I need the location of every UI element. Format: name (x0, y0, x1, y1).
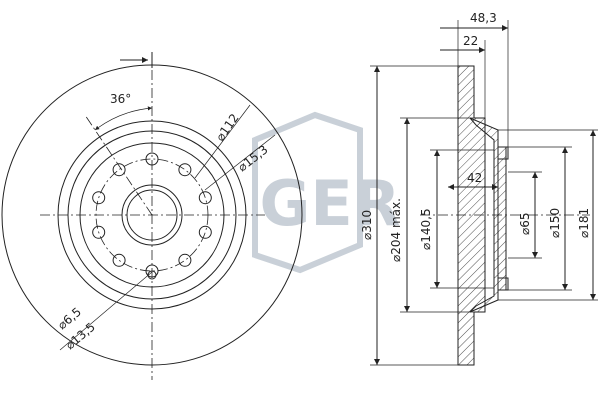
hub-leader (204, 134, 276, 191)
bolt-hole (178, 163, 192, 177)
d-hat-outer-label: ⌀181 (577, 208, 591, 238)
angle-arc (94, 106, 153, 131)
d-hat-label: ⌀150 (548, 208, 562, 238)
bolt-hole (92, 225, 106, 239)
angle-centerline (84, 114, 153, 216)
bolt-hole (112, 253, 126, 267)
bolt-hole (92, 191, 106, 205)
bolt-hole (198, 191, 212, 205)
width-total-label: 48,3 (470, 11, 497, 25)
bolt-hole (178, 253, 192, 267)
width-disc-label: 22 (463, 34, 478, 48)
angle-label: 36° (110, 92, 131, 106)
section-view: 48,3 22 42 ⌀310 ⌀204 máx. ⌀140,5 ⌀65 ⌀15… (360, 11, 598, 366)
front-view: 36° ⌀112 ⌀15,3 ⌀6,5 ⌀13,5 (1, 52, 303, 380)
watermark-text: GER (260, 167, 401, 240)
ger-watermark-logo: GER (252, 111, 401, 274)
depth-label: 42 (467, 171, 482, 185)
bolt-hole (198, 225, 212, 239)
pcd-leader (194, 104, 251, 179)
hole-leader (59, 271, 153, 351)
hat-step-top (497, 146, 509, 160)
hat-step-bottom (497, 277, 509, 291)
d-outer-label: ⌀310 (360, 210, 374, 240)
d-centering-label: ⌀140,5 (419, 208, 433, 250)
bolt-hole (112, 163, 126, 177)
d-bore-label: ⌀65 (518, 213, 532, 236)
pcd-label: ⌀112 (213, 111, 242, 144)
d-friction-label: ⌀204 máx. (389, 198, 403, 262)
disc-ring-section (457, 65, 486, 366)
